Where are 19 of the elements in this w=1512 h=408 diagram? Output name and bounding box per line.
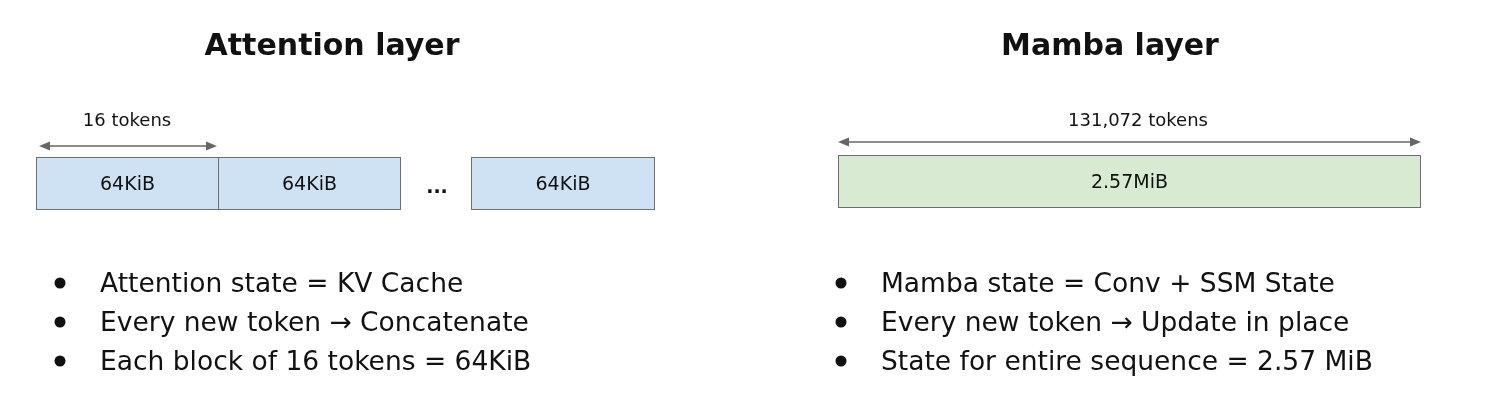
panel-heading: Mamba layer — [1001, 27, 1219, 63]
bullet-item: State for entire sequence = 2.57 MiB — [881, 345, 1373, 377]
bullet-item: Every new token → Concatenate — [100, 306, 529, 338]
block-size-label: 64KiB — [535, 172, 591, 195]
bullet-item: Mamba state = Conv + SSM State — [881, 267, 1335, 299]
memory-block — [36, 157, 219, 210]
bullet-item: Every new token → Update in place — [881, 306, 1350, 338]
block-size-label: 64KiB — [100, 172, 155, 195]
panel-heading: Attention layer — [204, 27, 460, 63]
bullet-item: Each block of 16 tokens = 64KiB — [100, 345, 532, 377]
memory-block — [471, 157, 655, 210]
memory-block — [218, 157, 401, 210]
block-size-label: 64KiB — [282, 172, 337, 195]
dimension-label: 131,072 tokens — [1068, 109, 1208, 131]
block-size-label: 2.57MiB — [1091, 170, 1168, 193]
ellipsis-text: ... — [426, 176, 448, 196]
dimension-label: 16 tokens — [82, 109, 172, 131]
memory-block — [838, 155, 1421, 208]
bullet-item: Attention state = KV Cache — [100, 267, 464, 299]
